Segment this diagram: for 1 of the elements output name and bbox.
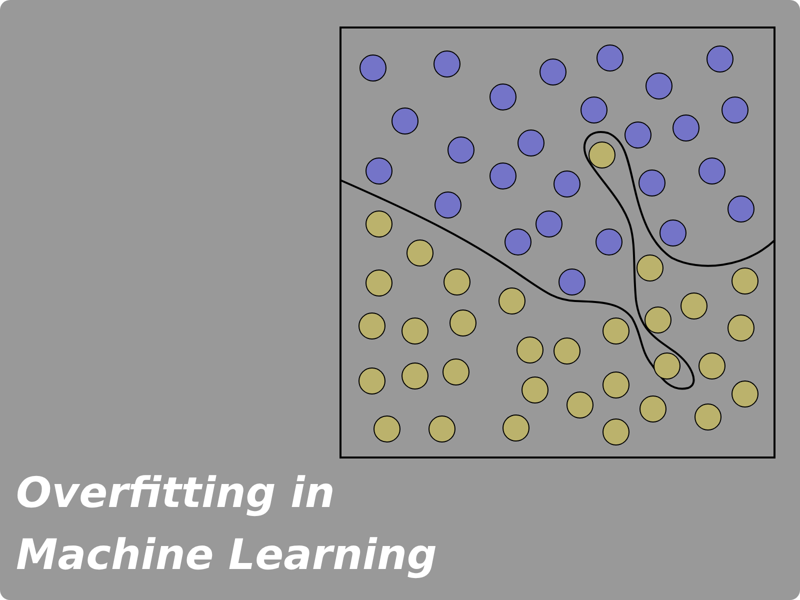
- title: Overfitting in Machine Learning: [16, 467, 438, 581]
